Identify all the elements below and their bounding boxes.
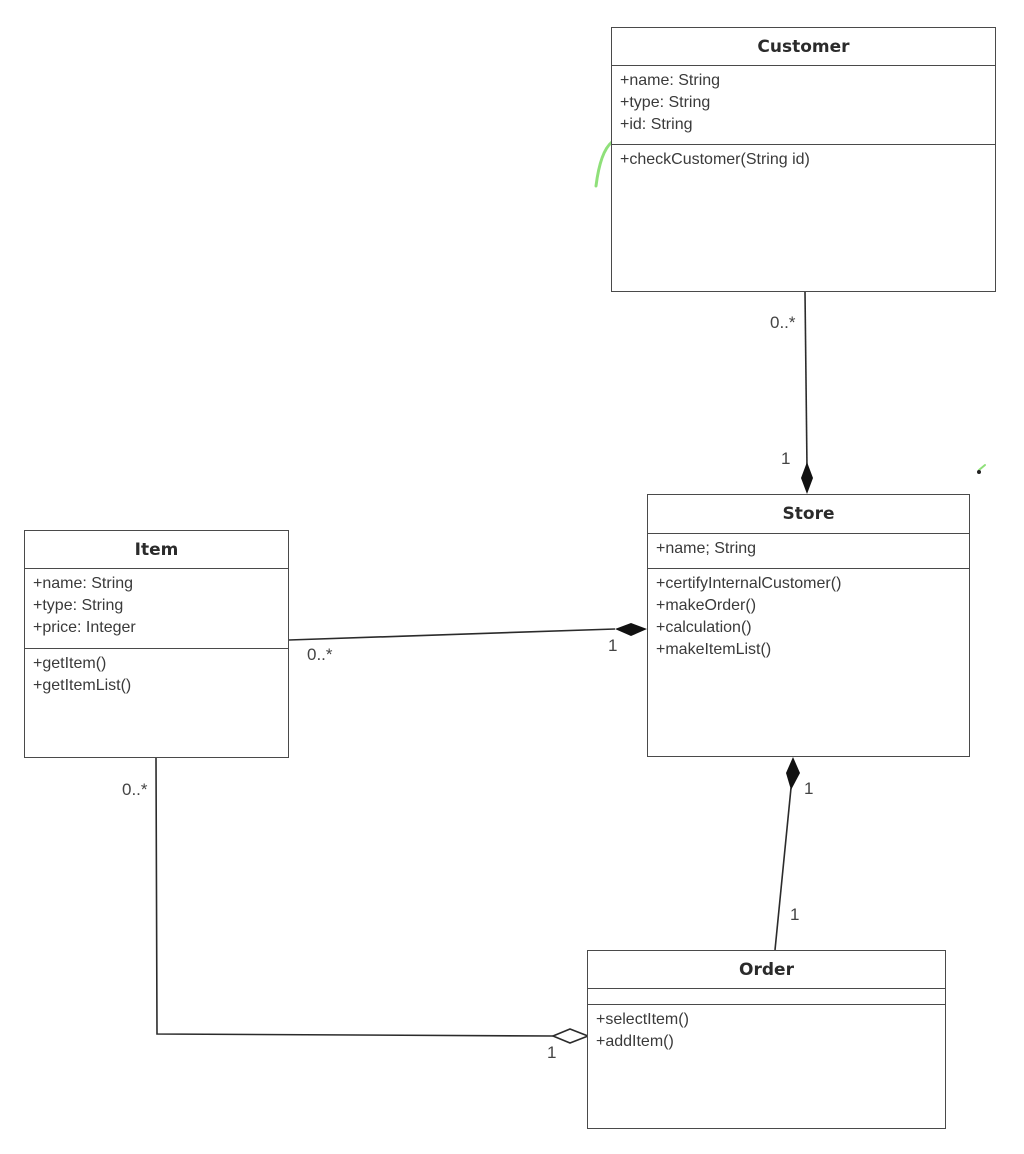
customer-store-composition-diamond bbox=[801, 462, 813, 494]
attributes-section bbox=[588, 989, 945, 1005]
operation: +getItem() bbox=[33, 655, 107, 672]
class-name-text: Order bbox=[739, 959, 794, 980]
attribute: +price: Integer bbox=[33, 619, 136, 636]
stray-dot bbox=[977, 470, 981, 474]
multiplicity-store-end-customer: 1 bbox=[781, 449, 791, 468]
operations-section: +getItem() +getItemList() bbox=[25, 649, 288, 757]
attribute: +type: String bbox=[620, 94, 711, 111]
store-order-association-line[interactable] bbox=[774, 787, 792, 951]
operation: +calculation() bbox=[656, 619, 752, 636]
store-order-composition-diamond bbox=[786, 757, 800, 790]
attribute: +name: String bbox=[620, 72, 721, 89]
operations-section: +selectItem() +addItem() bbox=[588, 1005, 945, 1128]
operation: +makeOrder() bbox=[656, 597, 757, 614]
customer-store-association-line[interactable] bbox=[804, 291, 808, 469]
class-order[interactable]: Order +selectItem() +addItem() bbox=[587, 950, 946, 1129]
multiplicity-order-end-store: 1 bbox=[790, 905, 800, 924]
item-order-association-line[interactable] bbox=[155, 757, 554, 1037]
class-name: Customer bbox=[612, 28, 995, 66]
class-name-text: Item bbox=[134, 539, 179, 560]
operations-section: +certifyInternalCustomer() +makeOrder() … bbox=[648, 569, 969, 756]
operation: +certifyInternalCustomer() bbox=[656, 575, 842, 592]
multiplicity-store-end-order: 1 bbox=[804, 779, 814, 798]
class-name: Store bbox=[648, 495, 969, 534]
multiplicity-item-end-order: 0..* bbox=[122, 780, 148, 799]
attributes-section: +name: String +type: String +id: String bbox=[612, 66, 995, 145]
stray-mark bbox=[978, 464, 986, 471]
attribute: +type: String bbox=[33, 597, 124, 614]
class-name-text: Store bbox=[782, 504, 835, 524]
item-order-aggregation-diamond bbox=[550, 1028, 591, 1044]
operation: +getItemList() bbox=[33, 677, 132, 694]
item-store-association-line[interactable] bbox=[288, 628, 616, 641]
class-item[interactable]: Item +name: String +type: String +price:… bbox=[24, 530, 289, 758]
attribute: +name; String bbox=[656, 540, 757, 557]
operation: +makeItemList() bbox=[656, 641, 772, 658]
class-name: Order bbox=[588, 951, 945, 989]
multiplicity-order-end-item: 1 bbox=[547, 1043, 557, 1062]
class-customer[interactable]: Customer +name: String +type: String +id… bbox=[611, 27, 996, 292]
multiplicity-customer-end: 0..* bbox=[770, 313, 796, 332]
attributes-section: +name; String bbox=[648, 534, 969, 569]
operation: +checkCustomer(String id) bbox=[620, 151, 810, 168]
attributes-section: +name: String +type: String +price: Inte… bbox=[25, 569, 288, 649]
multiplicity-item-end-store: 0..* bbox=[307, 645, 333, 664]
operation: +addItem() bbox=[596, 1033, 674, 1050]
multiplicity-store-end-item: 1 bbox=[608, 636, 618, 655]
class-name: Item bbox=[25, 531, 288, 569]
item-store-composition-diamond bbox=[615, 623, 647, 636]
operation: +selectItem() bbox=[596, 1011, 689, 1028]
attribute: +id: String bbox=[620, 116, 693, 133]
class-store[interactable]: Store +name; String +certifyInternalCust… bbox=[647, 494, 970, 757]
attribute: +name: String bbox=[33, 575, 134, 592]
class-name-text: Customer bbox=[757, 36, 850, 57]
operations-section: +checkCustomer(String id) bbox=[612, 145, 995, 291]
